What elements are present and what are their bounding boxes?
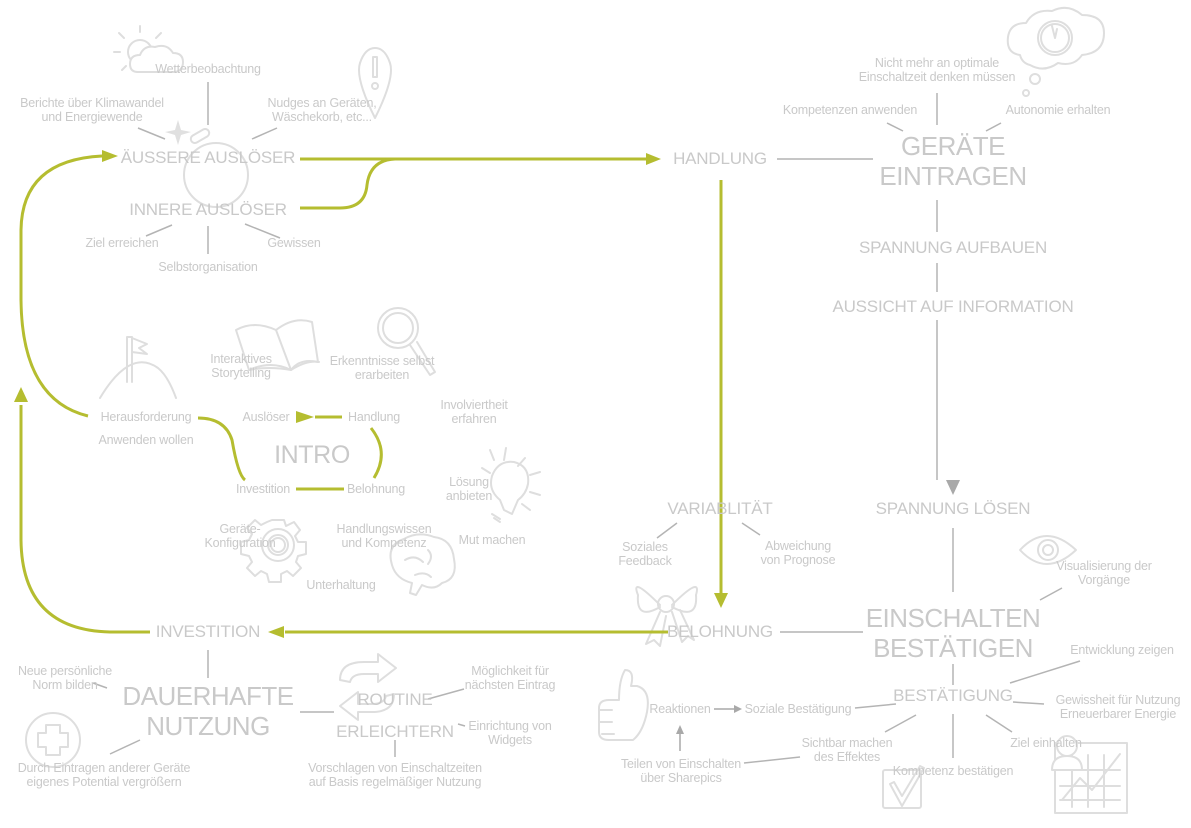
medical-cross-icon	[25, 712, 81, 768]
intro-item-entertainment: Unterhaltung	[306, 578, 376, 592]
variability-title: VARIABLITÄT	[667, 499, 773, 518]
lightbulb-icon	[481, 447, 541, 523]
thumbs-up-icon	[598, 669, 649, 741]
investment-title: INVESTITION	[155, 622, 261, 641]
prospect-information: AUSSICHT AUF INFORMATION	[832, 297, 1074, 316]
gear-icon	[240, 519, 307, 583]
intro-loop-action: Handlung	[348, 410, 400, 424]
investment-item-next-entry: Möglichkeit für nächsten Eintrag	[464, 664, 556, 693]
confirmation-title: BESTÄTIGUNG	[893, 686, 1013, 705]
trigger-nudges: Nudges an Geräten, Wäschekorb, etc...	[267, 96, 377, 125]
reward-item-reactions: Reaktionen	[649, 702, 711, 716]
permanent-use-node: DAUERHAFTE NUTZUNG	[122, 681, 294, 741]
action-item-autonomy: Autonomie erhalten	[1005, 103, 1111, 117]
trigger-goal: Ziel erreichen	[85, 236, 159, 250]
reward-item-certainty: Gewissheit für Nutzung Erneuerbarer Ener…	[1055, 693, 1181, 722]
variability-deviation: Abweichung von Prognose	[760, 539, 836, 568]
grey-arrows	[676, 480, 960, 751]
investment-item-widgets: Einrichtung von Widgets	[468, 719, 552, 748]
action-title: HANDLUNG	[673, 149, 767, 168]
ease-label: ERLEICHTERN	[336, 722, 454, 741]
reward-item-social-confirmation: Soziale Bestätigung	[744, 702, 852, 716]
intro-loop-reward: Belohnung	[347, 482, 405, 496]
star-icon	[165, 120, 249, 208]
reward-title: BELOHNUNG	[667, 622, 773, 641]
investment-item-potential: Durch Eintragen anderer Geräte eigenes P…	[17, 761, 191, 790]
release-tension: SPANNUNG LÖSEN	[875, 499, 1031, 518]
internal-triggers-title: INNERE AUSLÖSER	[129, 200, 287, 219]
intro-item-solution: Lösung anbieten	[445, 475, 493, 504]
open-book-icon	[235, 319, 320, 371]
action-item-timing: Nicht mehr an optimale Einschaltzeit den…	[858, 56, 1016, 85]
intro-challenge-sub: Anwenden wollen	[98, 433, 194, 447]
sun-cloud-icon	[113, 25, 184, 73]
trigger-conscience: Gewissen	[267, 236, 321, 250]
intro-title: INTRO	[274, 441, 350, 469]
alert-pin-icon	[358, 47, 392, 119]
register-devices-node: GERÄTE EINTRAGEN	[879, 131, 1027, 191]
flow-lines	[19, 154, 723, 634]
intro-item-storytelling: Interaktives Storytelling	[210, 352, 272, 381]
magnifier-icon	[377, 307, 436, 376]
trigger-weather: Wetterbeobachtung	[155, 62, 261, 76]
flow-arrowheads	[14, 150, 728, 638]
intro-item-insights: Erkenntnisse selbst erarbeiten	[329, 354, 435, 383]
external-triggers-title: ÄUSSERE AUSLÖSER	[120, 148, 296, 167]
brain-icon	[389, 533, 456, 596]
reward-item-sharepics: Teilen von Einschalten über Sharepics	[621, 757, 741, 786]
refresh-arrows-icon	[339, 653, 397, 721]
investment-item-suggestions: Vorschlagen von Einschaltzeiten auf Basi…	[308, 761, 482, 790]
reward-item-development: Entwicklung zeigen	[1070, 643, 1174, 657]
eye-icon	[1019, 535, 1077, 565]
build-tension: SPANNUNG AUFBAUEN	[858, 238, 1048, 257]
thought-cloud-clock-icon	[1006, 6, 1105, 97]
intro-challenge: Herausforderung	[100, 410, 192, 424]
checkbox-icon	[882, 765, 925, 809]
flag-hill-icon	[99, 336, 177, 399]
variability-social-feedback: Soziales Feedback	[618, 540, 672, 569]
action-item-competence: Kompetenzen anwenden	[782, 103, 918, 117]
trigger-climate-reports: Berichte über Klimawandel und Energiewen…	[20, 96, 164, 125]
connector-lines	[92, 82, 1081, 764]
reward-item-goal: Ziel einhalten	[1010, 736, 1082, 750]
routine-label: ROUTINE	[357, 690, 433, 709]
intro-item-knowledge: Handlungswissen und Kompetenz	[336, 522, 432, 551]
investment-item-norm: Neue persönliche Norm bilden	[17, 664, 113, 693]
intro-loop-trigger: Auslöser	[242, 410, 290, 424]
confirm-switch-node: EINSCHALTEN BESTÄTIGEN	[865, 603, 1041, 663]
intro-item-encourage: Mut machen	[458, 533, 526, 547]
reward-item-visualisation: Visualisierung der Vorgänge	[1056, 559, 1152, 588]
user-chart-icon	[1051, 735, 1128, 814]
intro-loop-investment: Investition	[235, 482, 291, 496]
reward-item-visible-effect: Sichtbar machen des Effektes	[801, 736, 893, 765]
intro-item-involvement: Involviertheit erfahren	[440, 398, 508, 427]
reward-item-competence: Kompetenz bestätigen	[892, 764, 1014, 778]
trigger-self-organisation: Selbstorganisation	[158, 260, 258, 274]
intro-item-configuration: Geräte- Konfiguration	[204, 522, 276, 551]
